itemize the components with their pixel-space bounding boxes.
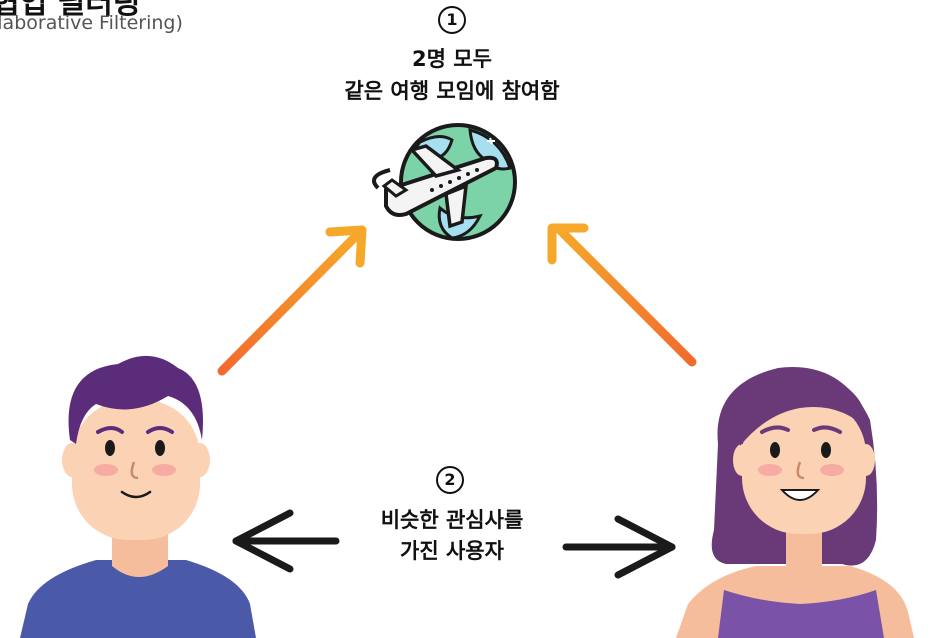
arrow-to-man	[232, 509, 340, 573]
step-2-line-1: 비슷한 관심사를	[380, 508, 524, 532]
step-1-line-2: 같은 여행 모임에 참여함	[344, 79, 560, 103]
step-1-number: 1	[438, 6, 466, 34]
page-subtitle: llaborative Filtering)	[0, 12, 183, 34]
step-1-line-1: 2명 모두	[412, 47, 492, 71]
arrow-to-woman	[562, 515, 676, 579]
man-avatar	[20, 355, 256, 638]
step-2-number: 2	[436, 466, 464, 494]
page-title: 협업 필터링	[0, 0, 141, 21]
arrow-woman-to-globe	[547, 223, 697, 367]
arrow-man-to-globe	[217, 225, 367, 376]
step-2-line-2: 가진 사용자	[400, 539, 504, 563]
globe-airplane-icon	[372, 123, 517, 241]
woman-avatar	[676, 367, 914, 638]
